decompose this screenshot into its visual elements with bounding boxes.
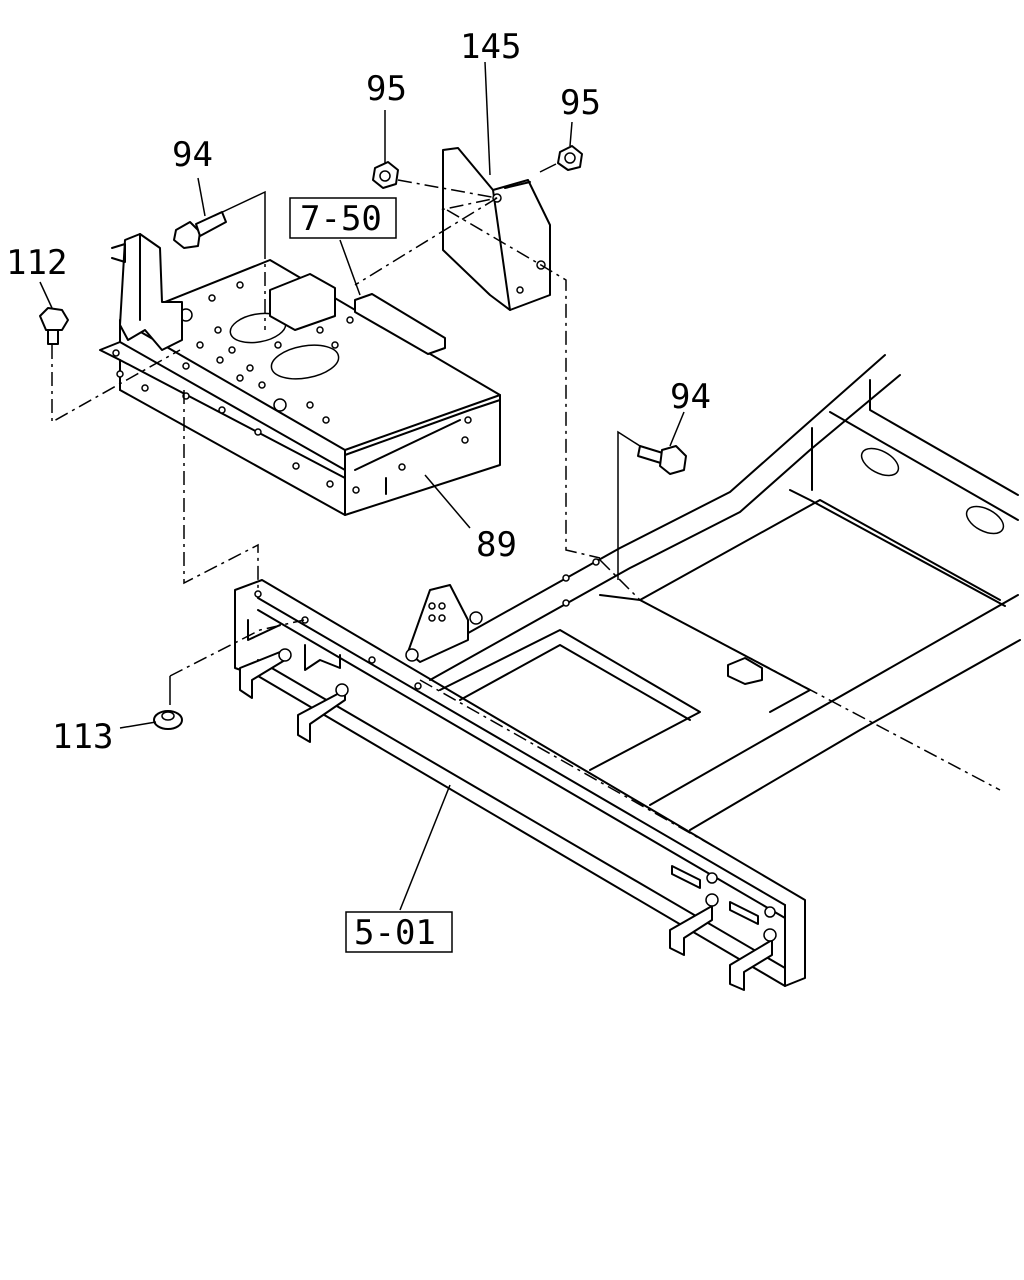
nut-113 (153, 710, 183, 730)
plate-bolt-holes (112, 281, 472, 494)
ref-box-5-01 (345, 911, 453, 953)
callout-95-right: 95 (560, 83, 601, 123)
callout-labels: 145 95 95 94 94 112 113 89 7-50 5-01 (6, 27, 711, 953)
callout-89: 89 (476, 525, 517, 565)
bolt-94-right (637, 445, 687, 475)
bracket-145 (442, 147, 551, 311)
bolt-94-top (173, 211, 227, 249)
assembly-lines (51, 163, 1001, 851)
callout-145: 145 (460, 27, 521, 67)
callout-95-left: 95 (366, 69, 407, 109)
ref-box-7-50 (289, 197, 397, 239)
callout-94-top: 94 (172, 135, 213, 175)
callout-112: 112 (6, 243, 67, 283)
callout-113: 113 (52, 717, 113, 757)
bolt-112 (39, 307, 69, 345)
nut-95-right (557, 145, 583, 171)
battery-carrier-89 (99, 233, 501, 516)
leader-lines (39, 61, 685, 911)
ref-5-01: 5-01 (354, 913, 436, 953)
chassis-frame-5-01 (234, 354, 1021, 991)
ref-7-50: 7-50 (300, 199, 382, 239)
nut-95-left (372, 161, 399, 189)
callout-94-right: 94 (670, 377, 711, 417)
